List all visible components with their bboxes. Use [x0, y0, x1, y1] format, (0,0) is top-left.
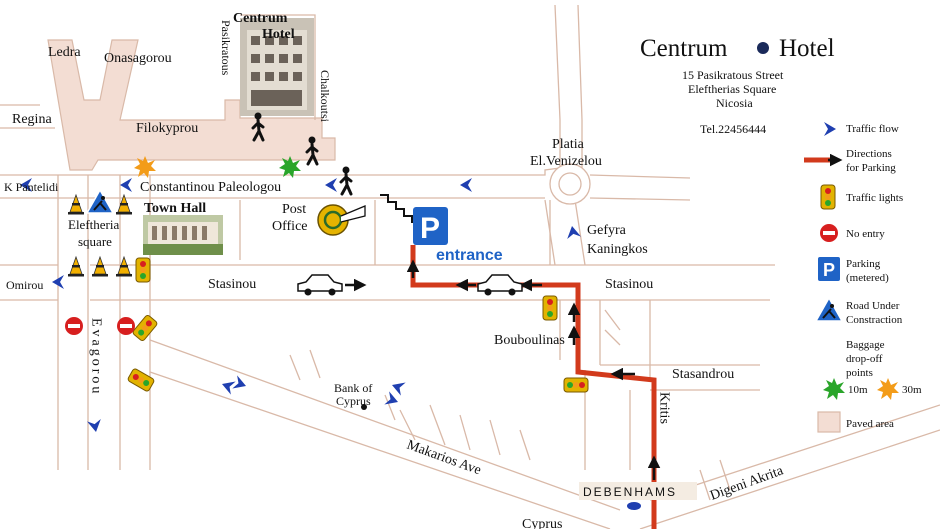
header-dot [757, 42, 769, 54]
route-arrows [345, 259, 661, 480]
traffic-cone-icon [67, 256, 85, 277]
traffic-light-icon [563, 377, 589, 393]
post-office-label-2: Office [272, 219, 308, 234]
header-address-1: 15 Pasikratous Street [682, 68, 784, 82]
legend-parking-icon [818, 257, 840, 281]
map-legend: Traffic flow Directions for Parking Traf… [804, 123, 922, 430]
legend-traffic-flow-icon [824, 122, 836, 136]
legend-baggage-3: points [846, 367, 873, 379]
legend-traffic-light-icon [820, 184, 836, 210]
traffic-light-icon [131, 313, 159, 343]
traffic-flow-arrow-icon [460, 178, 472, 192]
label-constantinou: Constantinou Paleologou [140, 180, 281, 195]
label-gefyra: Gefyra [587, 223, 627, 238]
traffic-flow-arrow-icon [232, 375, 249, 393]
legend-parking-2: (metered) [846, 272, 889, 284]
legend-baggage-1: Baggage [846, 339, 885, 351]
label-onasagorou: Onasagorou [104, 51, 172, 66]
legend-drop-10m-icon [823, 378, 845, 400]
header-address-3: Nicosia [716, 96, 753, 110]
road-works-icon [86, 189, 114, 214]
car-icon [477, 274, 523, 297]
label-kaningkos: Kaningkos [587, 242, 648, 257]
legend-drop-10m: 10m [848, 384, 868, 396]
header-title-left: Centrum [640, 35, 728, 62]
legend-paved-area: Paved area [846, 418, 894, 430]
legend-paved-swatch [817, 411, 841, 433]
label-omirou: Omirou [6, 278, 43, 292]
header-title-right: Hotel [779, 35, 835, 62]
legend-no-entry: No entry [846, 228, 885, 240]
hotel-label-line1: Centrum [233, 11, 288, 26]
legend-drop-30m: 30m [902, 384, 922, 396]
hotel-header: Centrum Hotel 15 Pasikratous Street Elef… [640, 35, 835, 136]
legend-traffic-lights: Traffic lights [846, 192, 903, 204]
legend-road-works-icon [815, 297, 843, 322]
hotel-photo [240, 18, 314, 116]
stairs-icon [380, 194, 413, 223]
label-stasinou-left: Stasinou [208, 277, 256, 292]
post-office-label-1: Post [282, 202, 306, 217]
legend-no-entry-icon [820, 224, 838, 242]
label-bouboulinas: Bouboulinas [494, 333, 565, 348]
eleftheria-label-1: Eleftheria [68, 217, 119, 232]
town-hall-photo [143, 215, 223, 255]
bank-label-1: Bank of [334, 381, 372, 395]
label-stasinou-right: Stasinou [605, 277, 653, 292]
label-digeni-akrita: Digeni Akrita [708, 463, 786, 504]
header-phone: Tel.22456444 [700, 122, 766, 136]
traffic-flow-arrow-icon [87, 418, 103, 434]
label-kritis: Kritis [657, 392, 672, 424]
parking-letter: P [420, 212, 440, 245]
traffic-cone-icon [115, 256, 133, 277]
legend-directions-2: for Parking [846, 162, 896, 174]
legend-road-works-1: Road Under [846, 300, 900, 312]
road-network [0, 4, 940, 529]
legend-parking-1: Parking [846, 258, 881, 270]
traffic-flow-arrow-icon [389, 378, 406, 396]
pedestrian-icon [339, 165, 353, 196]
header-address-2: Eleftherias Square [688, 82, 776, 96]
parking-route [410, 245, 657, 529]
legend-traffic-flow: Traffic flow [846, 123, 899, 135]
parking-entrance-label: entrance [436, 247, 503, 264]
traffic-cone-icon [91, 256, 109, 277]
post-horn-icon [317, 204, 366, 236]
legend-baggage-2: drop-off [846, 353, 883, 365]
debenhams-label: DEBENHAMS [583, 485, 677, 499]
parking-sign[interactable]: P [413, 207, 448, 245]
car-icon [297, 274, 343, 297]
label-pasikratous: Pasikratous [219, 20, 233, 76]
label-k-pantelidi: K Pantelidi [4, 180, 59, 194]
label-chalkoutsi: Chalkoutsi [318, 70, 332, 123]
debenhams-sign [579, 482, 697, 500]
eleftheria-label-2: square [78, 234, 112, 249]
no-entry-icon [65, 317, 83, 335]
no-entry-icon [117, 317, 135, 335]
legend-directions-1: Directions [846, 148, 892, 160]
bank-label-2: Cyprus [336, 394, 371, 408]
town-hall-label: Town Hall [144, 201, 206, 216]
traffic-light-icon [135, 257, 151, 283]
traffic-flow-arrow-icon [120, 178, 132, 192]
label-regina: Regina [12, 112, 52, 127]
label-filokyprou: Filokyprou [136, 121, 198, 136]
legend-parking-letter: P [823, 260, 835, 280]
debenhams-marker [627, 502, 641, 510]
label-platia: Platia [552, 137, 585, 152]
label-cyprus: Cyprus [522, 517, 562, 529]
label-ledra: Ledra [48, 45, 81, 60]
legend-drop-30m-icon [877, 378, 899, 400]
traffic-flow-arrow-icon [325, 178, 337, 192]
legend-road-works-2: Constraction [846, 314, 903, 326]
traffic-flow-arrow-icon [219, 377, 236, 395]
traffic-light-icon [542, 295, 558, 321]
label-stasandrou: Stasandrou [672, 367, 734, 382]
bank-marker [361, 404, 367, 410]
label-el-venizelou: El.Venizelou [530, 154, 602, 169]
label-evagorou: Evagorou [89, 318, 104, 396]
traffic-light-icon [126, 367, 156, 393]
hotel-label-line2: Hotel [262, 27, 295, 42]
